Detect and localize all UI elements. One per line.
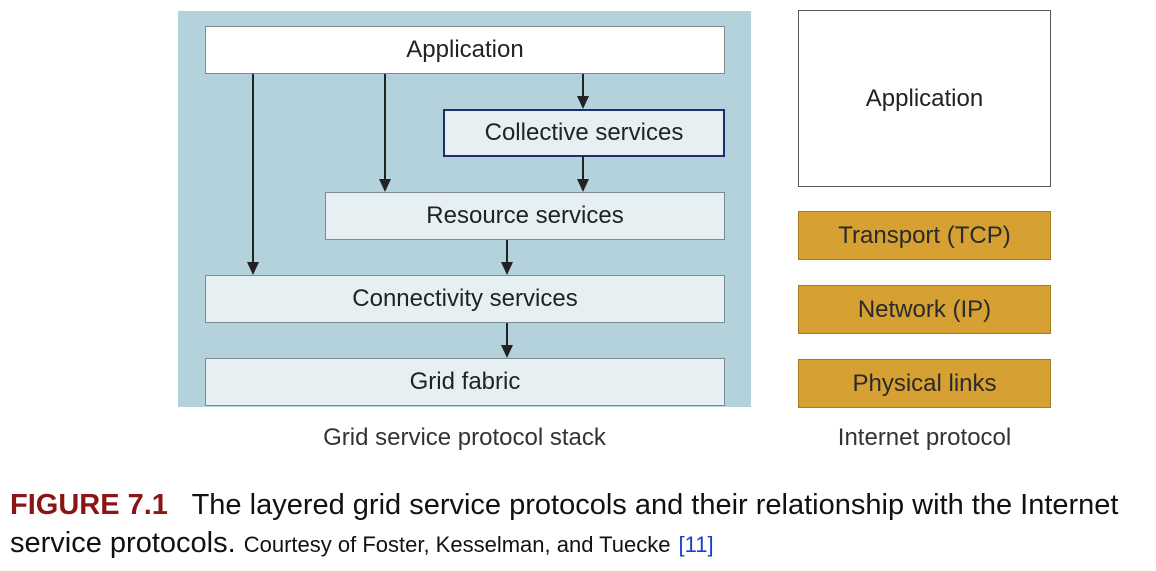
caption-main-text: The layered grid service protocols and t… — [10, 489, 1119, 559]
figure-label: FIGURE 7.1 — [10, 489, 168, 521]
transport-layer: Transport (TCP) — [798, 211, 1051, 260]
physical-links-label: Physical links — [852, 369, 997, 397]
collective-services-layer: Collective services — [443, 109, 725, 157]
internet-application-label: Application — [865, 84, 984, 112]
resource-services-layer: Resource services — [325, 192, 725, 240]
arrowhead-collective — [577, 96, 589, 109]
arrowhead-connectivity-mid — [501, 262, 513, 275]
figure-caption: FIGURE 7.1 The layered grid service prot… — [10, 486, 1150, 564]
caption-reference-link[interactable]: [11] — [678, 532, 714, 557]
collective-services-label: Collective services — [484, 119, 684, 146]
grid-application-label: Application — [406, 36, 524, 63]
arrowhead-resource-left — [379, 179, 391, 192]
connectivity-services-layer: Connectivity services — [205, 275, 725, 323]
arrowhead-connectivity-left — [247, 262, 259, 275]
arrowhead-resource-right — [577, 179, 589, 192]
internet-application-layer: Application — [798, 10, 1051, 187]
internet-protocol-caption: Internet protocol — [837, 424, 1012, 451]
transport-label: Transport (TCP) — [838, 221, 1011, 249]
grid-application-layer: Application — [205, 26, 725, 74]
grid-fabric-layer: Grid fabric — [205, 358, 725, 406]
network-label: Network (IP) — [857, 295, 992, 323]
connectivity-services-label: Connectivity services — [352, 285, 578, 312]
resource-services-label: Resource services — [426, 202, 624, 229]
arrowhead-fabric — [501, 345, 513, 358]
physical-links-layer: Physical links — [798, 359, 1051, 408]
network-layer: Network (IP) — [798, 285, 1051, 334]
grid-stack-caption: Grid service protocol stack — [323, 424, 606, 451]
caption-courtesy: Courtesy of Foster, Kesselman, and Tueck… — [243, 532, 671, 557]
grid-fabric-label: Grid fabric — [409, 368, 521, 395]
